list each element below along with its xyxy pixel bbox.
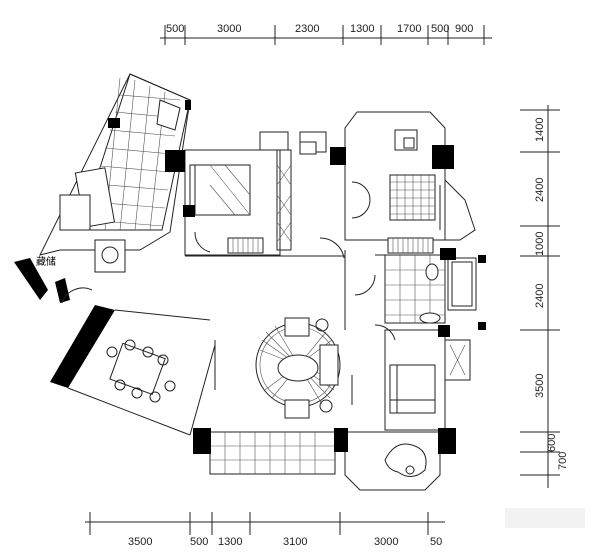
right-dimension-line: 1400 2400 1000 2400 3500 600 700 bbox=[520, 105, 569, 488]
living-room bbox=[214, 317, 353, 419]
storage-wall-2 bbox=[55, 278, 70, 303]
right-dim-5: 3500 bbox=[534, 374, 546, 398]
master-bedroom bbox=[344, 111, 476, 254]
right-dim-2: 2400 bbox=[534, 178, 546, 202]
dining-area bbox=[50, 305, 216, 436]
bottom-dim-1: 3500 bbox=[128, 536, 152, 548]
bottom-dimension-line: 3500 500 1300 3100 3000 50 bbox=[85, 512, 445, 548]
storage-label: 藏储 bbox=[36, 255, 56, 268]
top-dim-2: 3000 bbox=[217, 23, 241, 35]
kitchen-area bbox=[39, 73, 191, 273]
top-dim-3: 2300 bbox=[295, 23, 319, 35]
watermark-block bbox=[505, 508, 585, 528]
top-dim-6: 500 bbox=[431, 23, 449, 35]
structural-columns bbox=[108, 100, 486, 454]
bathroom bbox=[384, 254, 477, 324]
closet bbox=[259, 131, 327, 251]
right-dim-7: 700 bbox=[557, 452, 569, 470]
top-dimension-line: 500 3000 2300 1300 1700 500 900 bbox=[160, 23, 492, 45]
storage-wall bbox=[14, 258, 48, 300]
balcony-right bbox=[344, 431, 441, 491]
bottom-dim-5: 3000 bbox=[374, 536, 398, 548]
right-dim-1: 1400 bbox=[534, 118, 546, 142]
door-arcs bbox=[61, 181, 396, 341]
top-dim-7: 900 bbox=[455, 23, 473, 35]
balcony-bottom bbox=[209, 431, 336, 475]
bottom-dim-4: 3100 bbox=[283, 536, 307, 548]
right-dim-3: 1000 bbox=[534, 232, 546, 256]
bedroom-2 bbox=[184, 149, 281, 256]
top-dim-1: 500 bbox=[166, 23, 184, 35]
bedroom-3 bbox=[384, 329, 471, 431]
bottom-dim-2: 500 bbox=[190, 536, 208, 548]
bottom-dim-3: 1300 bbox=[218, 536, 242, 548]
top-dim-5: 1700 bbox=[397, 23, 421, 35]
right-dim-6: 600 bbox=[546, 434, 558, 452]
dining-wall bbox=[50, 305, 115, 388]
bottom-dim-6: 50 bbox=[430, 536, 442, 548]
top-dim-4: 1300 bbox=[350, 23, 374, 35]
right-dim-4: 2400 bbox=[534, 284, 546, 308]
